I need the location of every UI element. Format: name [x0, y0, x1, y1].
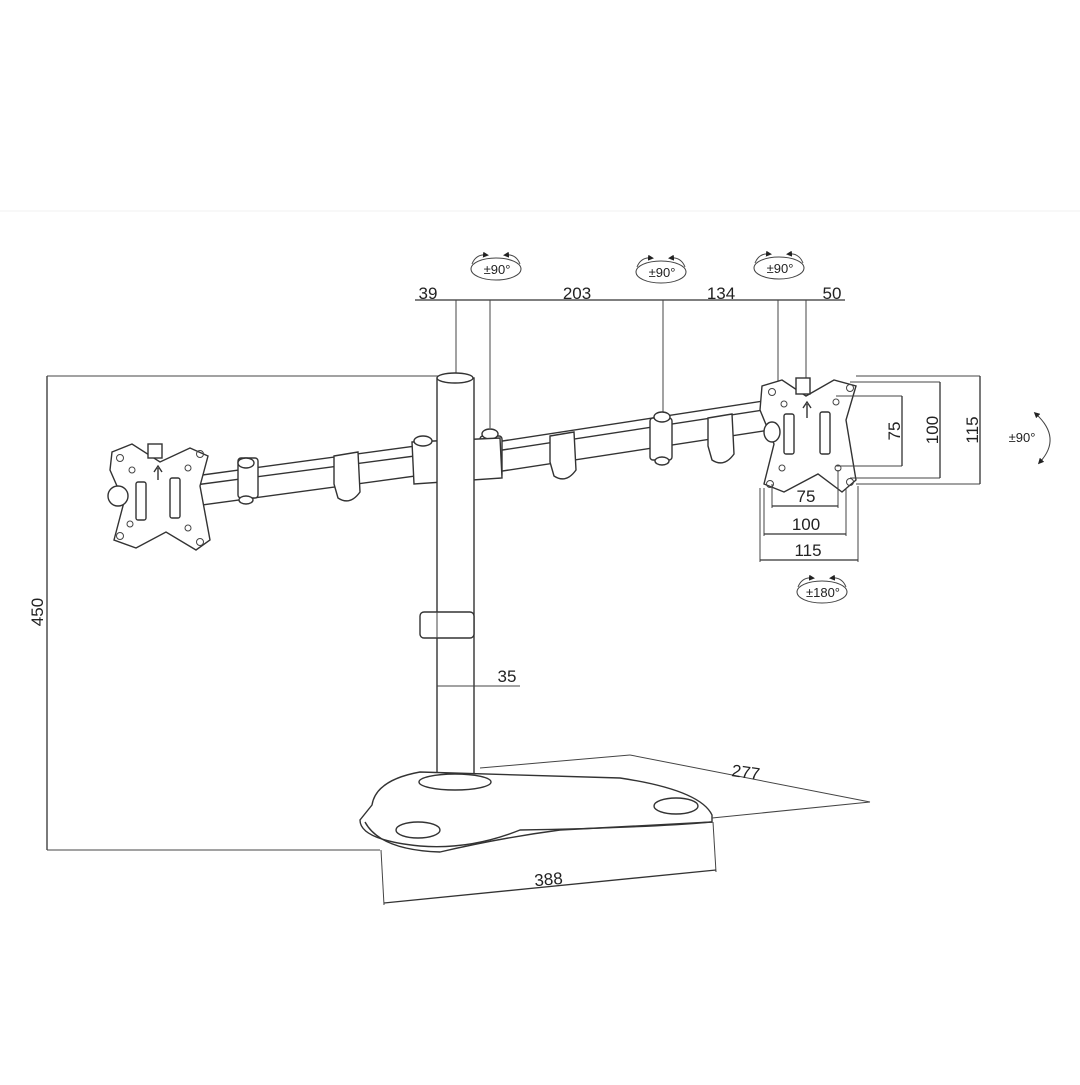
dimension-450: 450: [28, 598, 47, 626]
dimension-50: 50: [823, 284, 842, 303]
dimension-134: 134: [707, 284, 735, 303]
pole: 35: [419, 372, 520, 789]
dimension-388: 388: [534, 869, 564, 890]
arm-assembly: [194, 399, 771, 507]
vesa-horizontal-dimensions: 75 100 115: [759, 470, 859, 562]
rotation-badge-left: ±90°: [470, 251, 522, 281]
vesa-plate-left: [107, 443, 211, 551]
rotation-badge-right: ±90°: [753, 250, 805, 280]
rotation-badge-spin: ±180°: [796, 574, 848, 604]
dimension-35: 35: [498, 667, 517, 686]
vesa-v-100: 100: [923, 416, 942, 444]
rotation-badge-middle: ±90°: [635, 254, 687, 284]
svg-text:±180°: ±180°: [806, 585, 840, 600]
dimension-203: 203: [563, 284, 591, 303]
vesa-v-75: 75: [885, 422, 904, 441]
base: 277 388: [359, 754, 871, 906]
svg-text:±90°: ±90°: [649, 265, 676, 280]
vesa-vertical-dimensions: 75 100 115: [836, 375, 982, 485]
vesa-h-75: 75: [797, 487, 816, 506]
svg-text:±90°: ±90°: [1009, 430, 1036, 445]
height-dimension: 450: [28, 375, 440, 851]
top-dimension-chain: 39 203 134 50: [415, 284, 845, 428]
svg-text:±90°: ±90°: [484, 262, 511, 277]
svg-text:±90°: ±90°: [767, 261, 794, 276]
vesa-v-115: 115: [963, 416, 982, 443]
rotation-badge-tilt: ±90°: [1009, 411, 1051, 465]
dimension-39: 39: [419, 284, 438, 303]
vesa-plate-right: [759, 377, 857, 493]
vesa-h-115: 115: [794, 541, 821, 560]
dimension-277: 277: [730, 761, 761, 784]
vesa-h-100: 100: [792, 515, 820, 534]
